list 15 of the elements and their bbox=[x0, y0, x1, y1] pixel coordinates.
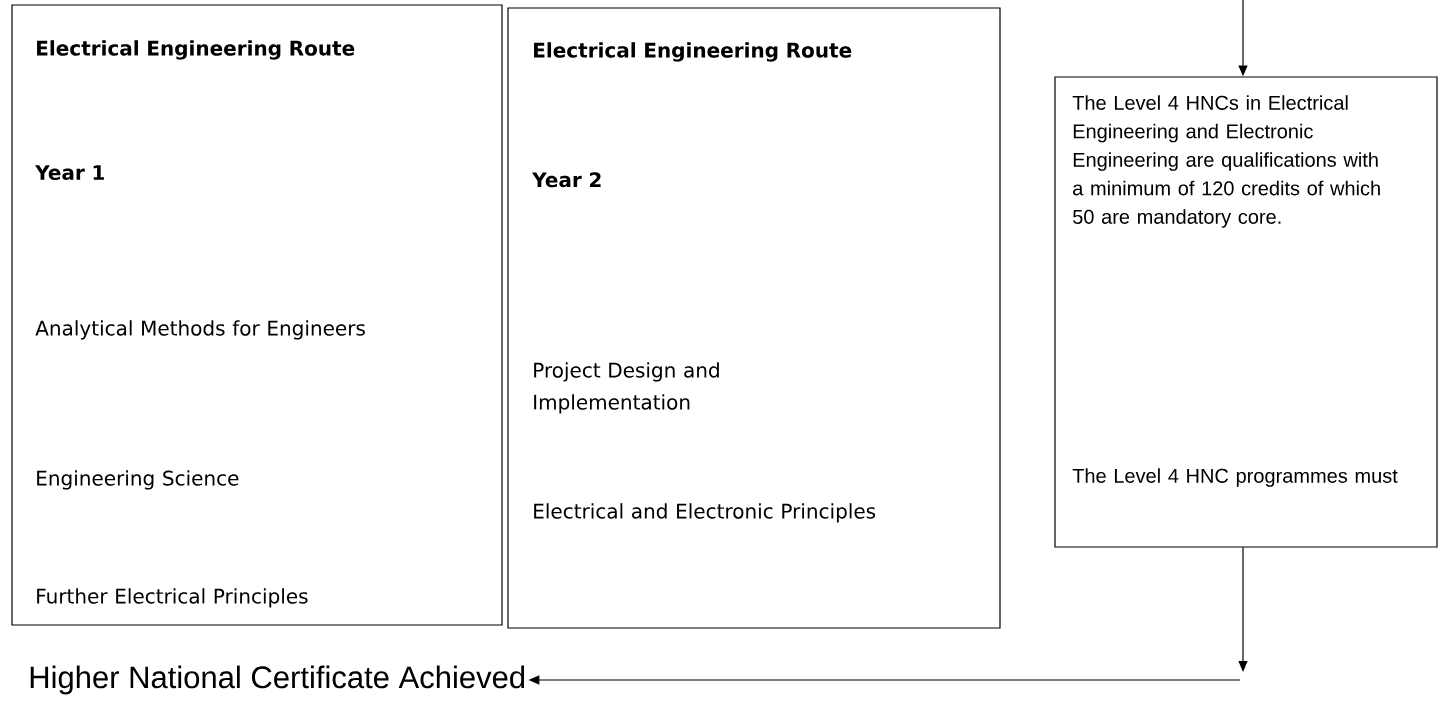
result-text: Higher National Certificate Achieved bbox=[30, 665, 525, 695]
route-box bbox=[507, 7, 1001, 629]
heading: Electrical Engineering Route bbox=[37, 40, 355, 60]
module-name: Project Design and Implementation bbox=[534, 362, 719, 414]
description-text: The Level 4 HNC programmes must bbox=[1072, 468, 1398, 487]
route-box bbox=[11, 4, 503, 626]
module-name: Electrical and Electronic Principles bbox=[534, 503, 876, 523]
module-name: Further Electrical Principles bbox=[37, 588, 308, 608]
heading: Electrical Engineering Route bbox=[534, 42, 852, 62]
route-box bbox=[1054, 76, 1438, 548]
module-name: Analytical Methods for Engineers bbox=[35, 320, 365, 340]
year-label: Year 2 bbox=[532, 172, 601, 188]
module-name: Engineering Science bbox=[37, 470, 239, 490]
year-label: Year 1 bbox=[35, 165, 104, 181]
description-text: The Level 4 HNCs in Electrical Engineering and Electronic Engineering are qualifications with a minimum of 120 credits of which 50 are mandatory core. bbox=[1072, 95, 1380, 228]
